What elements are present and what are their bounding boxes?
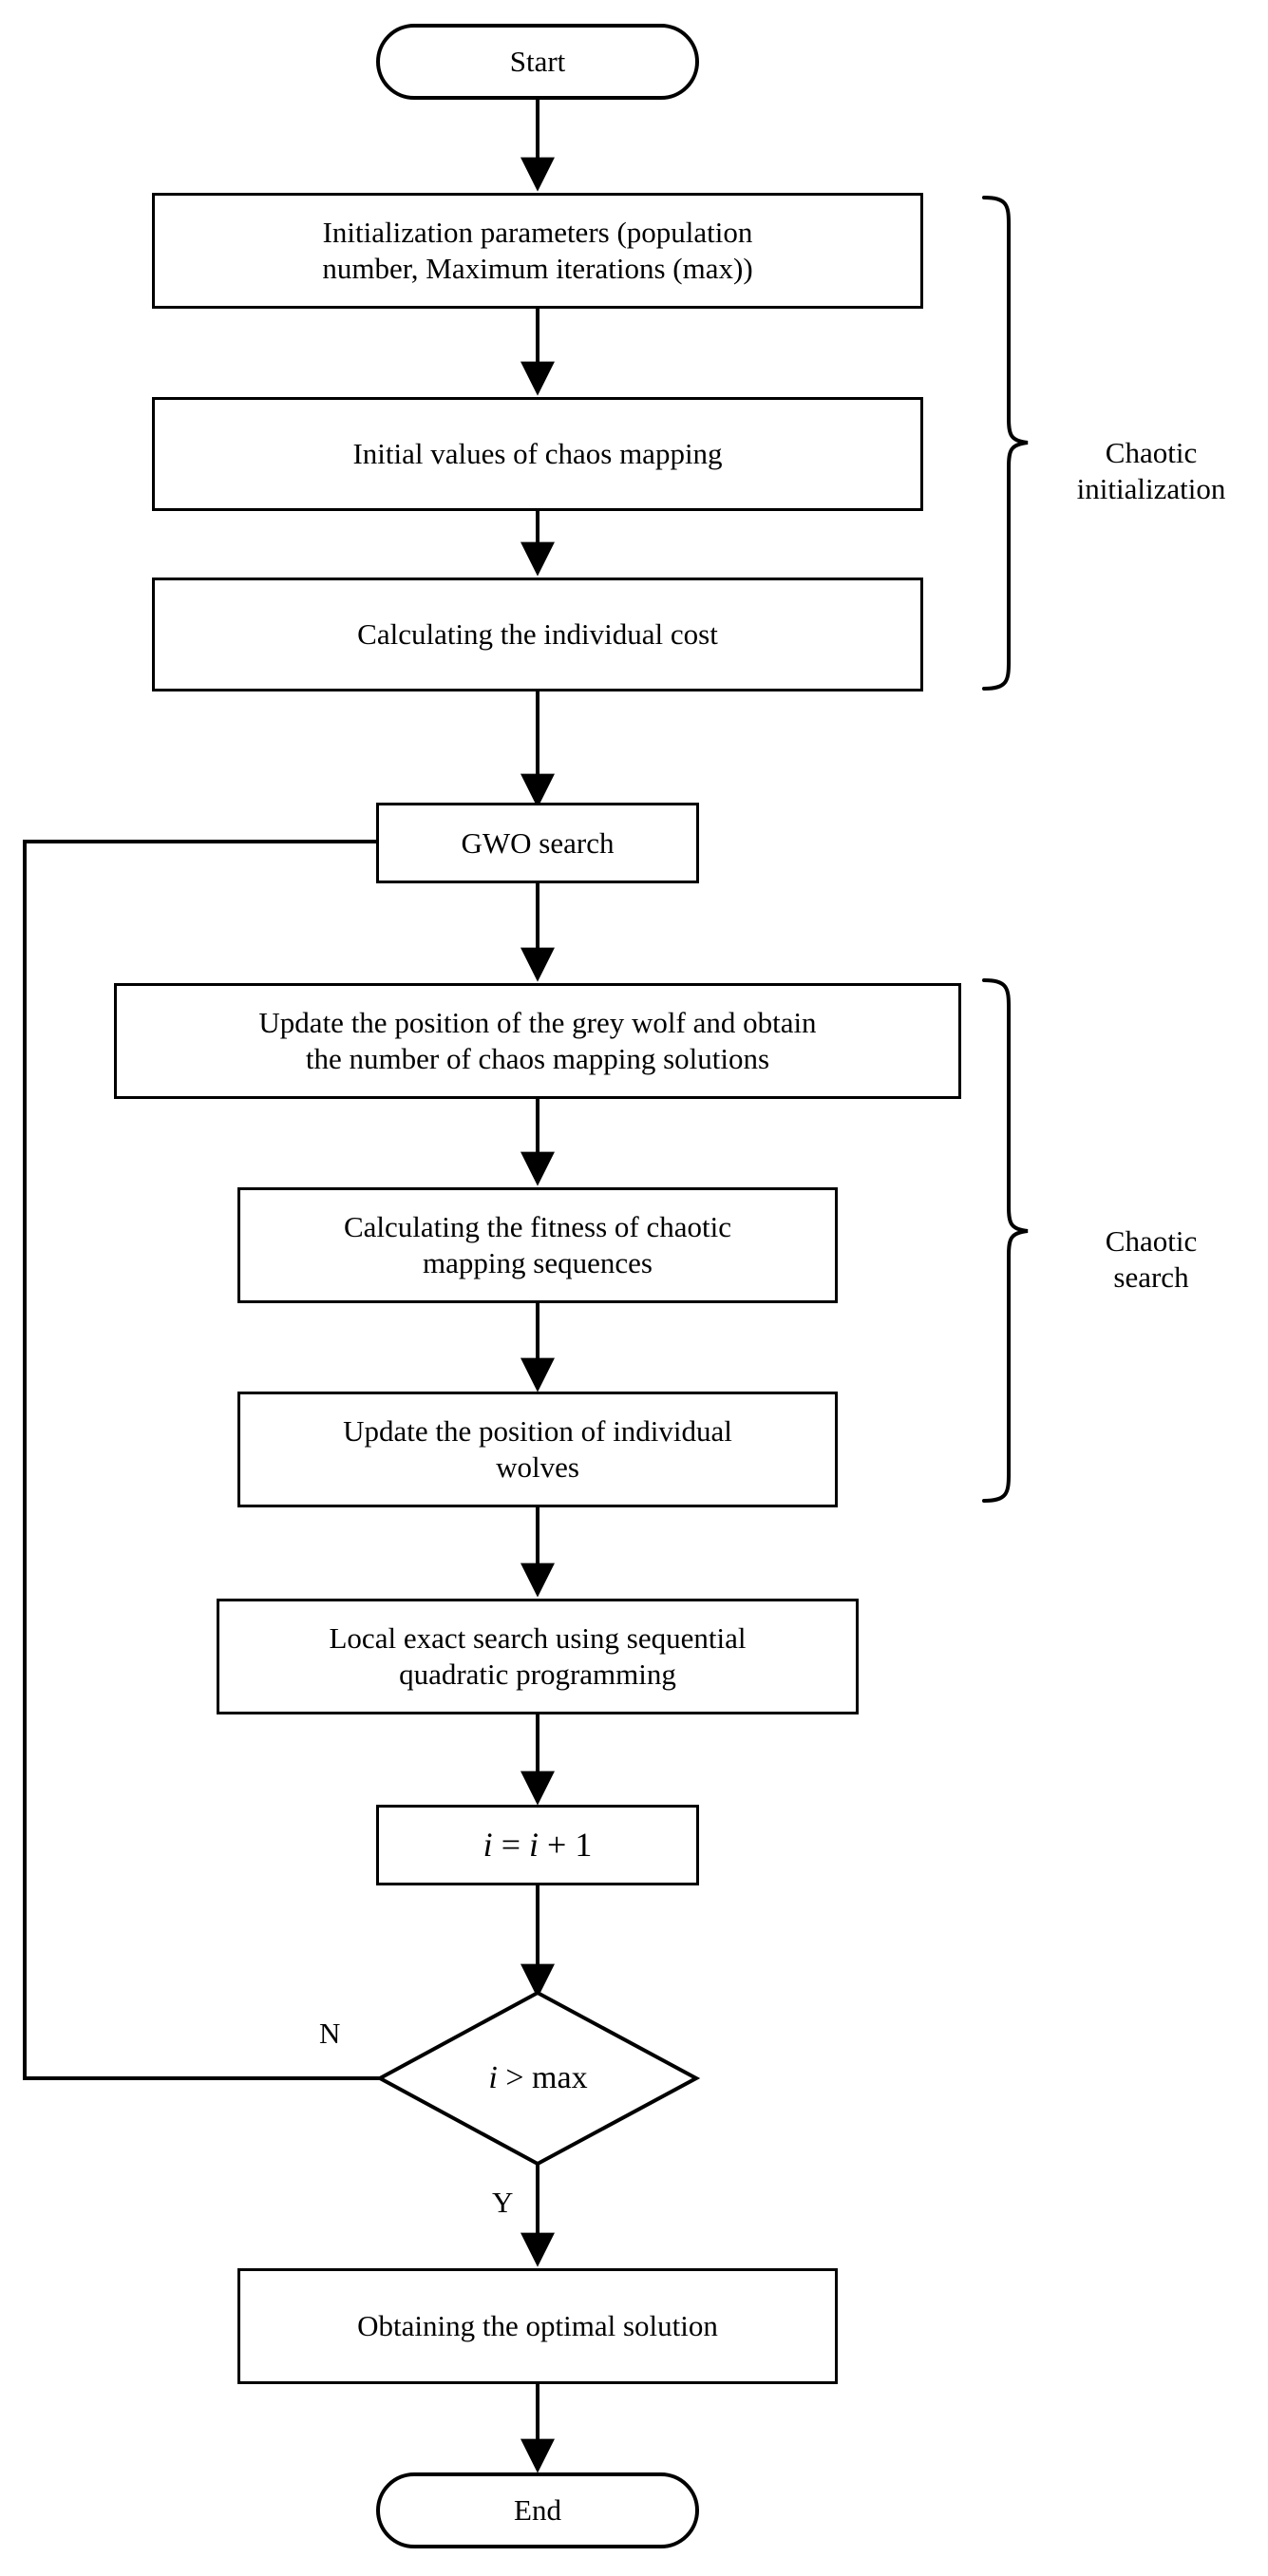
edge-decision-no-feedback-loop [23, 824, 435, 2080]
increment-equals: = [492, 1825, 529, 1864]
node-end-label: End [514, 2493, 561, 2528]
node-start-label: Start [509, 45, 566, 79]
group-label-chaotic-search-text: Chaotic search [1105, 1223, 1198, 1294]
node-start[interactable]: Start [376, 24, 699, 100]
node-obtaining-the-optimal-solution[interactable]: Obtaining the optimal solution [237, 2268, 838, 2384]
decision-greater-than: > [497, 2060, 533, 2096]
node-decision-iteration-check-label: i > max [488, 2058, 587, 2097]
increment-var-i-left: i [483, 1825, 493, 1864]
group-label-chaotic-initialization-text: Chaotic initialization [1076, 435, 1226, 505]
edge-label-branch-no: N [319, 2018, 340, 2048]
node-end[interactable]: End [376, 2472, 699, 2548]
edge-label-branch-yes-text: Y [492, 2186, 514, 2219]
node-update-individual-wolves-label: Update the position of individual wolves [343, 1414, 732, 1484]
node-initial-values-of-chaos-mapping-label: Initial values of chaos mapping [352, 437, 723, 471]
node-local-exact-search-label: Local exact search using sequential quad… [329, 1621, 747, 1691]
node-calculating-the-individual-cost-label: Calculating the individual cost [357, 617, 718, 652]
node-initialization-parameters[interactable]: Initialization parameters (population nu… [152, 193, 923, 309]
node-increment-counter-label: i = i + 1 [483, 1825, 593, 1866]
node-increment-counter[interactable]: i = i + 1 [376, 1805, 699, 1885]
brace-chaotic-search [982, 978, 1029, 1503]
node-obtaining-the-optimal-solution-label: Obtaining the optimal solution [357, 2309, 718, 2343]
node-update-grey-wolf-position[interactable]: Update the position of the grey wolf and… [114, 983, 961, 1099]
decision-max: max [532, 2060, 588, 2096]
node-calculating-the-individual-cost[interactable]: Calculating the individual cost [152, 578, 923, 691]
node-local-exact-search[interactable]: Local exact search using sequential quad… [217, 1599, 859, 1714]
group-label-chaotic-search: Chaotic search [1041, 1187, 1261, 1295]
node-calculating-fitness-of-chaotic-mapping[interactable]: Calculating the fitness of chaotic mappi… [237, 1187, 838, 1303]
node-calculating-fitness-of-chaotic-mapping-label: Calculating the fitness of chaotic mappi… [343, 1210, 732, 1279]
edge-label-branch-yes: Y [492, 2188, 513, 2217]
edge-label-branch-no-text: N [319, 2017, 341, 2050]
brace-chaotic-initialization [982, 196, 1029, 691]
node-decision-iteration-check[interactable]: i > max [380, 1993, 696, 2164]
group-label-chaotic-initialization: Chaotic initialization [1041, 399, 1261, 506]
decision-diamond-shape [375, 1990, 701, 2167]
node-update-grey-wolf-position-label: Update the position of the grey wolf and… [258, 1006, 817, 1075]
node-initialization-parameters-label: Initialization parameters (population nu… [322, 216, 753, 285]
node-gwo-search-label: GWO search [461, 825, 615, 860]
increment-var-i-right: i [529, 1825, 539, 1864]
node-initial-values-of-chaos-mapping[interactable]: Initial values of chaos mapping [152, 397, 923, 511]
node-update-individual-wolves[interactable]: Update the position of individual wolves [237, 1392, 838, 1507]
node-gwo-search[interactable]: GWO search [376, 803, 699, 883]
decision-var-i: i [488, 2060, 498, 2096]
increment-plus-one: + 1 [539, 1825, 593, 1864]
